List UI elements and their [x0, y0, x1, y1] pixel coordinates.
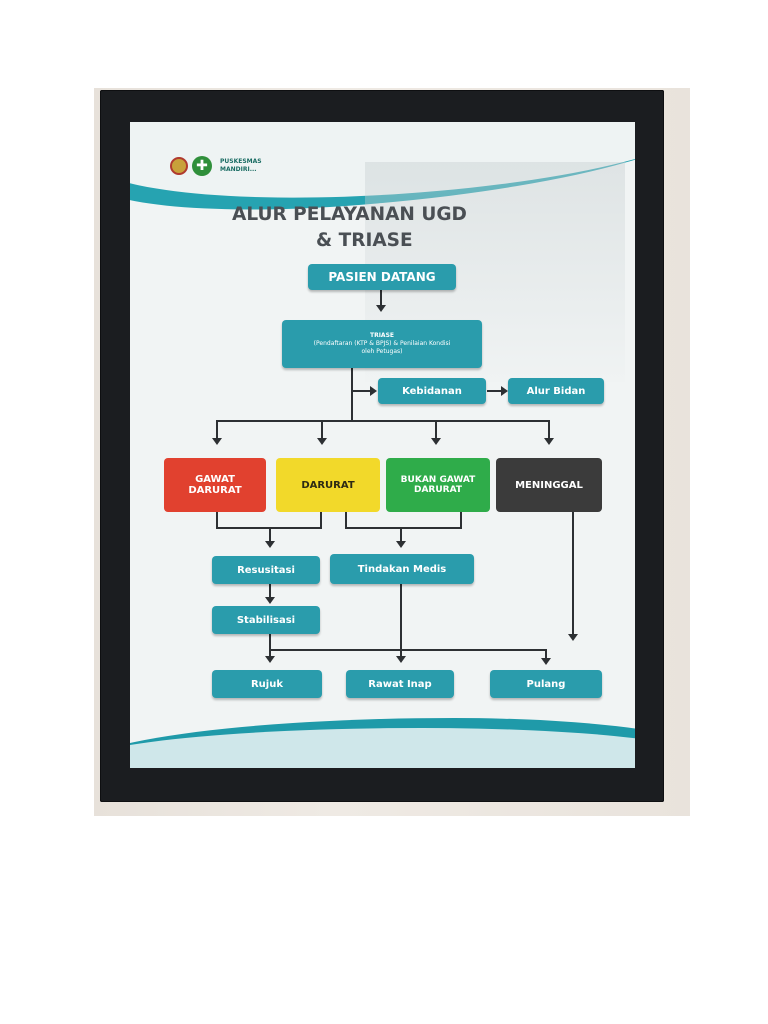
box-pasien-datang: PASIEN DATANG — [308, 264, 456, 290]
box-triase-line2: oleh Petugas) — [361, 348, 403, 355]
arrow-down — [396, 541, 406, 548]
arrow-down — [212, 438, 222, 445]
box-meninggal: MENINGGAL — [496, 458, 602, 512]
poster-title: ALUR PELAYANAN UGD & TRIASE — [232, 202, 542, 254]
logo-text-line2: MANDIRI... — [220, 166, 257, 173]
connector — [380, 288, 382, 308]
health-cross-logo-icon: ✚ — [192, 156, 212, 176]
box-triase-line1: (Pendaftaran (KTP & BPJS) & Penilaian Ko… — [313, 340, 451, 347]
box-tindakan-medis: Tindakan Medis — [330, 554, 474, 584]
box-kebidanan-label: Kebidanan — [402, 385, 462, 397]
connector — [269, 527, 271, 543]
regional-emblem-icon — [170, 157, 188, 175]
connector — [345, 510, 347, 528]
box-darurat-label: DARURAT — [301, 479, 355, 491]
box-bukan-gawat-darurat: BUKAN GAWAT DARURAT — [386, 458, 490, 512]
connector — [351, 367, 353, 421]
box-alur-bidan: Alur Bidan — [508, 378, 604, 404]
arrow-down — [568, 634, 578, 641]
box-tindakan-medis-label: Tindakan Medis — [357, 563, 447, 575]
logo-text-line1: PUSKESMAS — [220, 158, 262, 165]
connector — [269, 649, 546, 651]
connector — [400, 527, 402, 543]
box-gawat-darurat: GAWAT DARURAT — [164, 458, 266, 512]
connector — [548, 420, 550, 440]
box-darurat: DARURAT — [276, 458, 380, 512]
box-rujuk: Rujuk — [212, 670, 322, 698]
arrow-down — [376, 305, 386, 312]
box-stabilisasi-label: Stabilisasi — [236, 614, 296, 626]
box-resusitasi: Resusitasi — [212, 556, 320, 584]
connector — [572, 510, 574, 636]
connector — [435, 420, 437, 440]
title-line1: ALUR PELAYANAN UGD — [232, 204, 467, 225]
arrow-down — [265, 597, 275, 604]
box-rawat-inap: Rawat Inap — [346, 670, 454, 698]
connector — [487, 390, 502, 392]
connector — [400, 584, 402, 658]
box-stabilisasi: Stabilisasi — [212, 606, 320, 634]
connector — [320, 510, 322, 528]
poster-bottom-band-inner — [130, 728, 635, 768]
connector — [545, 649, 547, 661]
box-triase-head: TRIASE — [369, 332, 394, 339]
connector — [345, 527, 462, 529]
arrow-down — [265, 541, 275, 548]
connector — [321, 420, 323, 440]
arrow-right — [370, 386, 377, 396]
connector — [216, 420, 550, 422]
arrow-down — [544, 438, 554, 445]
box-bukan-gawat-darurat-label: BUKAN GAWAT DARURAT — [400, 475, 476, 495]
box-rujuk-label: Rujuk — [250, 678, 284, 690]
arrow-down — [396, 656, 406, 663]
connector — [460, 510, 462, 528]
arrow-right — [501, 386, 508, 396]
box-pulang-label: Pulang — [526, 678, 566, 690]
poster: ✚ PUSKESMAS MANDIRI... ALUR PELAYANAN UG… — [130, 122, 635, 768]
box-meninggal-label: MENINGGAL — [515, 479, 583, 491]
logo-row: ✚ PUSKESMAS MANDIRI... — [170, 156, 262, 176]
title-line2: & TRIASE — [316, 230, 413, 251]
box-pasien-datang-label: PASIEN DATANG — [328, 270, 436, 284]
box-alur-bidan-label: Alur Bidan — [526, 385, 586, 397]
connector — [351, 390, 371, 392]
box-triase: TRIASE (Pendaftaran (KTP & BPJS) & Penil… — [282, 320, 482, 368]
arrow-down — [317, 438, 327, 445]
box-gawat-darurat-label: GAWAT DARURAT — [188, 474, 242, 496]
logo-text: PUSKESMAS MANDIRI... — [220, 158, 262, 174]
box-pulang: Pulang — [490, 670, 602, 698]
box-resusitasi-label: Resusitasi — [237, 564, 295, 576]
arrow-down — [541, 658, 551, 665]
arrow-down — [431, 438, 441, 445]
connector — [216, 510, 218, 528]
connector — [269, 632, 271, 658]
box-kebidanan: Kebidanan — [378, 378, 486, 404]
connector — [216, 420, 218, 440]
box-rawat-inap-label: Rawat Inap — [368, 678, 432, 690]
arrow-down — [265, 656, 275, 663]
connector — [269, 584, 271, 600]
